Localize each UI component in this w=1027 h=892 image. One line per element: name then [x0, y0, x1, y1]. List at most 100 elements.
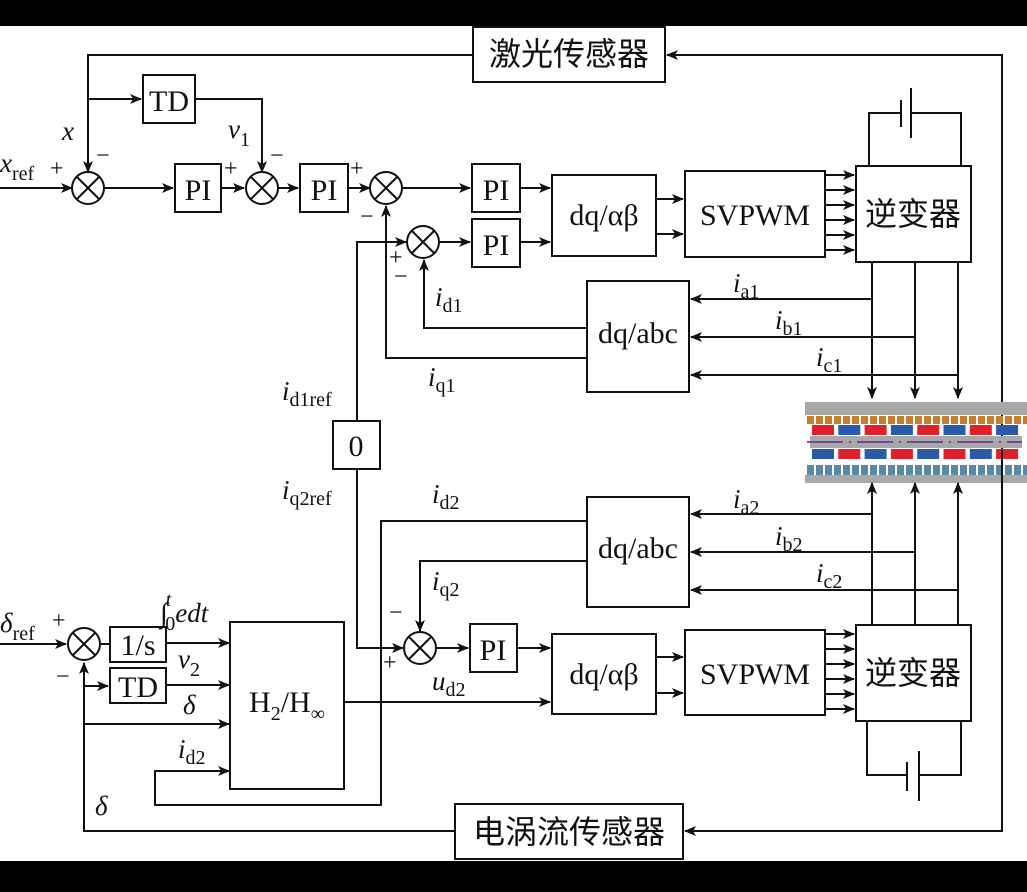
upper-coil-slot [843, 416, 850, 424]
iq2ref-label: iq2ref [282, 475, 332, 510]
pi-label: PI [483, 229, 510, 262]
upper-coil-slot [924, 416, 931, 424]
lower-coil-slot [906, 465, 913, 475]
dq-alphabeta-block-2: dq/αβ [551, 633, 657, 715]
dq-alphabeta-label: dq/αβ [569, 658, 638, 691]
lower-coil-slot [879, 465, 886, 475]
pi-iq1-block: PI [471, 163, 521, 213]
laser-feedback-line [666, 50, 1003, 450]
dc-source-wires-2 [866, 721, 962, 776]
upper-coil-slot [915, 416, 922, 424]
inverter-label: 逆变器 [865, 196, 961, 232]
upper-coil-slot [861, 416, 868, 424]
id2-ctrl-label: id2 [178, 734, 206, 769]
upper-coil-slot [951, 416, 958, 424]
upper-coil-slot [879, 416, 886, 424]
ia1-label: ia1 [733, 268, 759, 303]
sign-plus: + [224, 156, 238, 182]
sign-minus: − [56, 664, 70, 690]
sign-minus: − [360, 204, 374, 230]
laser-sensor-label: 激光传感器 [489, 36, 649, 72]
upper-coil-slot [1014, 416, 1021, 424]
xref-label: xref [0, 148, 35, 185]
upper-coil-slot [897, 416, 904, 424]
upper-coil-slot [834, 416, 841, 424]
summer-v [245, 171, 279, 205]
id1-feedback-line [419, 259, 587, 329]
iq2-label: iq2 [432, 566, 460, 601]
summer-iq2 [403, 631, 437, 665]
summer-x [71, 171, 105, 205]
ic2-label: ic2 [816, 558, 842, 593]
svpwm-block-2: SVPWM [684, 629, 826, 716]
magnet [943, 449, 966, 459]
upper-coil-slot [906, 416, 913, 424]
pi-label: PI [483, 174, 510, 207]
lower-coil-slot [825, 465, 832, 475]
pi-velocity-block: PI [299, 163, 349, 213]
sign-plus: + [350, 156, 364, 182]
summer-delta [67, 627, 101, 661]
iq1-label: iq1 [428, 362, 456, 397]
lower-coil-slot [933, 465, 940, 475]
zero-label: 0 [349, 430, 364, 463]
magnet [812, 425, 834, 435]
magnet [969, 425, 992, 435]
sign-minus: − [96, 143, 110, 169]
pi-position-block: PI [174, 163, 222, 213]
sign-minus: − [270, 143, 284, 169]
sign-minus: − [389, 600, 403, 626]
delta-ref-label: δref [0, 608, 35, 645]
pi-iq2-block: PI [469, 623, 518, 673]
pi-id1-block: PI [471, 218, 521, 268]
lower-coil-slot [861, 465, 868, 475]
sign-minus: − [394, 264, 408, 290]
td2-block: TD [109, 667, 167, 704]
lower-coil-slot [888, 465, 895, 475]
upper-coil-slot [816, 416, 823, 424]
magnet [838, 425, 861, 435]
ia2-label: ia2 [733, 484, 759, 519]
magnet [890, 425, 913, 435]
motor-cross-section [805, 402, 1027, 483]
svpwm-label: SVPWM [700, 199, 810, 232]
td1-label: TD [149, 85, 189, 118]
dc-source-wires-1 [868, 112, 962, 166]
lower-coil-slot [870, 465, 877, 475]
lower-coil-slot [951, 465, 958, 475]
lower-coil-slot [852, 465, 859, 475]
dq-abc-label: dq/abc [598, 317, 678, 350]
id2-feedback-line [154, 520, 587, 806]
delta-feedback-label: δ [95, 791, 108, 821]
magnet [917, 425, 940, 435]
v1-line [195, 98, 267, 173]
svpwm-label: SVPWM [700, 658, 810, 691]
upper-coil-slot [852, 416, 859, 424]
dq-alphabeta-block-1: dq/αβ [551, 174, 657, 257]
magnet [969, 449, 992, 459]
x-label: x [61, 116, 74, 146]
eddy-feedback-line [684, 450, 1003, 836]
dq-abc-label: dq/abc [598, 532, 678, 565]
v2-label: v2 [178, 644, 200, 681]
id2-label: id2 [432, 479, 460, 514]
dq-alphabeta-label: dq/αβ [569, 199, 638, 232]
sign-plus: + [389, 245, 403, 271]
lower-coil-slot [987, 465, 994, 475]
ud2-label: ud2 [432, 666, 466, 701]
h2-hinf-label: H2/H∞ [249, 686, 325, 725]
pwm-signals-2 [825, 629, 855, 714]
delta-label: δ [183, 690, 196, 720]
x-feedback-line [83, 54, 473, 173]
laser-sensor-block: 激光传感器 [472, 26, 666, 83]
ic1-label: ic1 [816, 342, 842, 377]
lower-coil-slot [816, 465, 823, 475]
upper-coil-slot [978, 416, 985, 424]
lower-coil-slot [942, 465, 949, 475]
iq1-feedback-line [381, 205, 587, 359]
magnet [943, 425, 966, 435]
lower-coil-slot [915, 465, 922, 475]
lower-coil-slot [960, 465, 967, 475]
id1ref-line [356, 237, 407, 420]
